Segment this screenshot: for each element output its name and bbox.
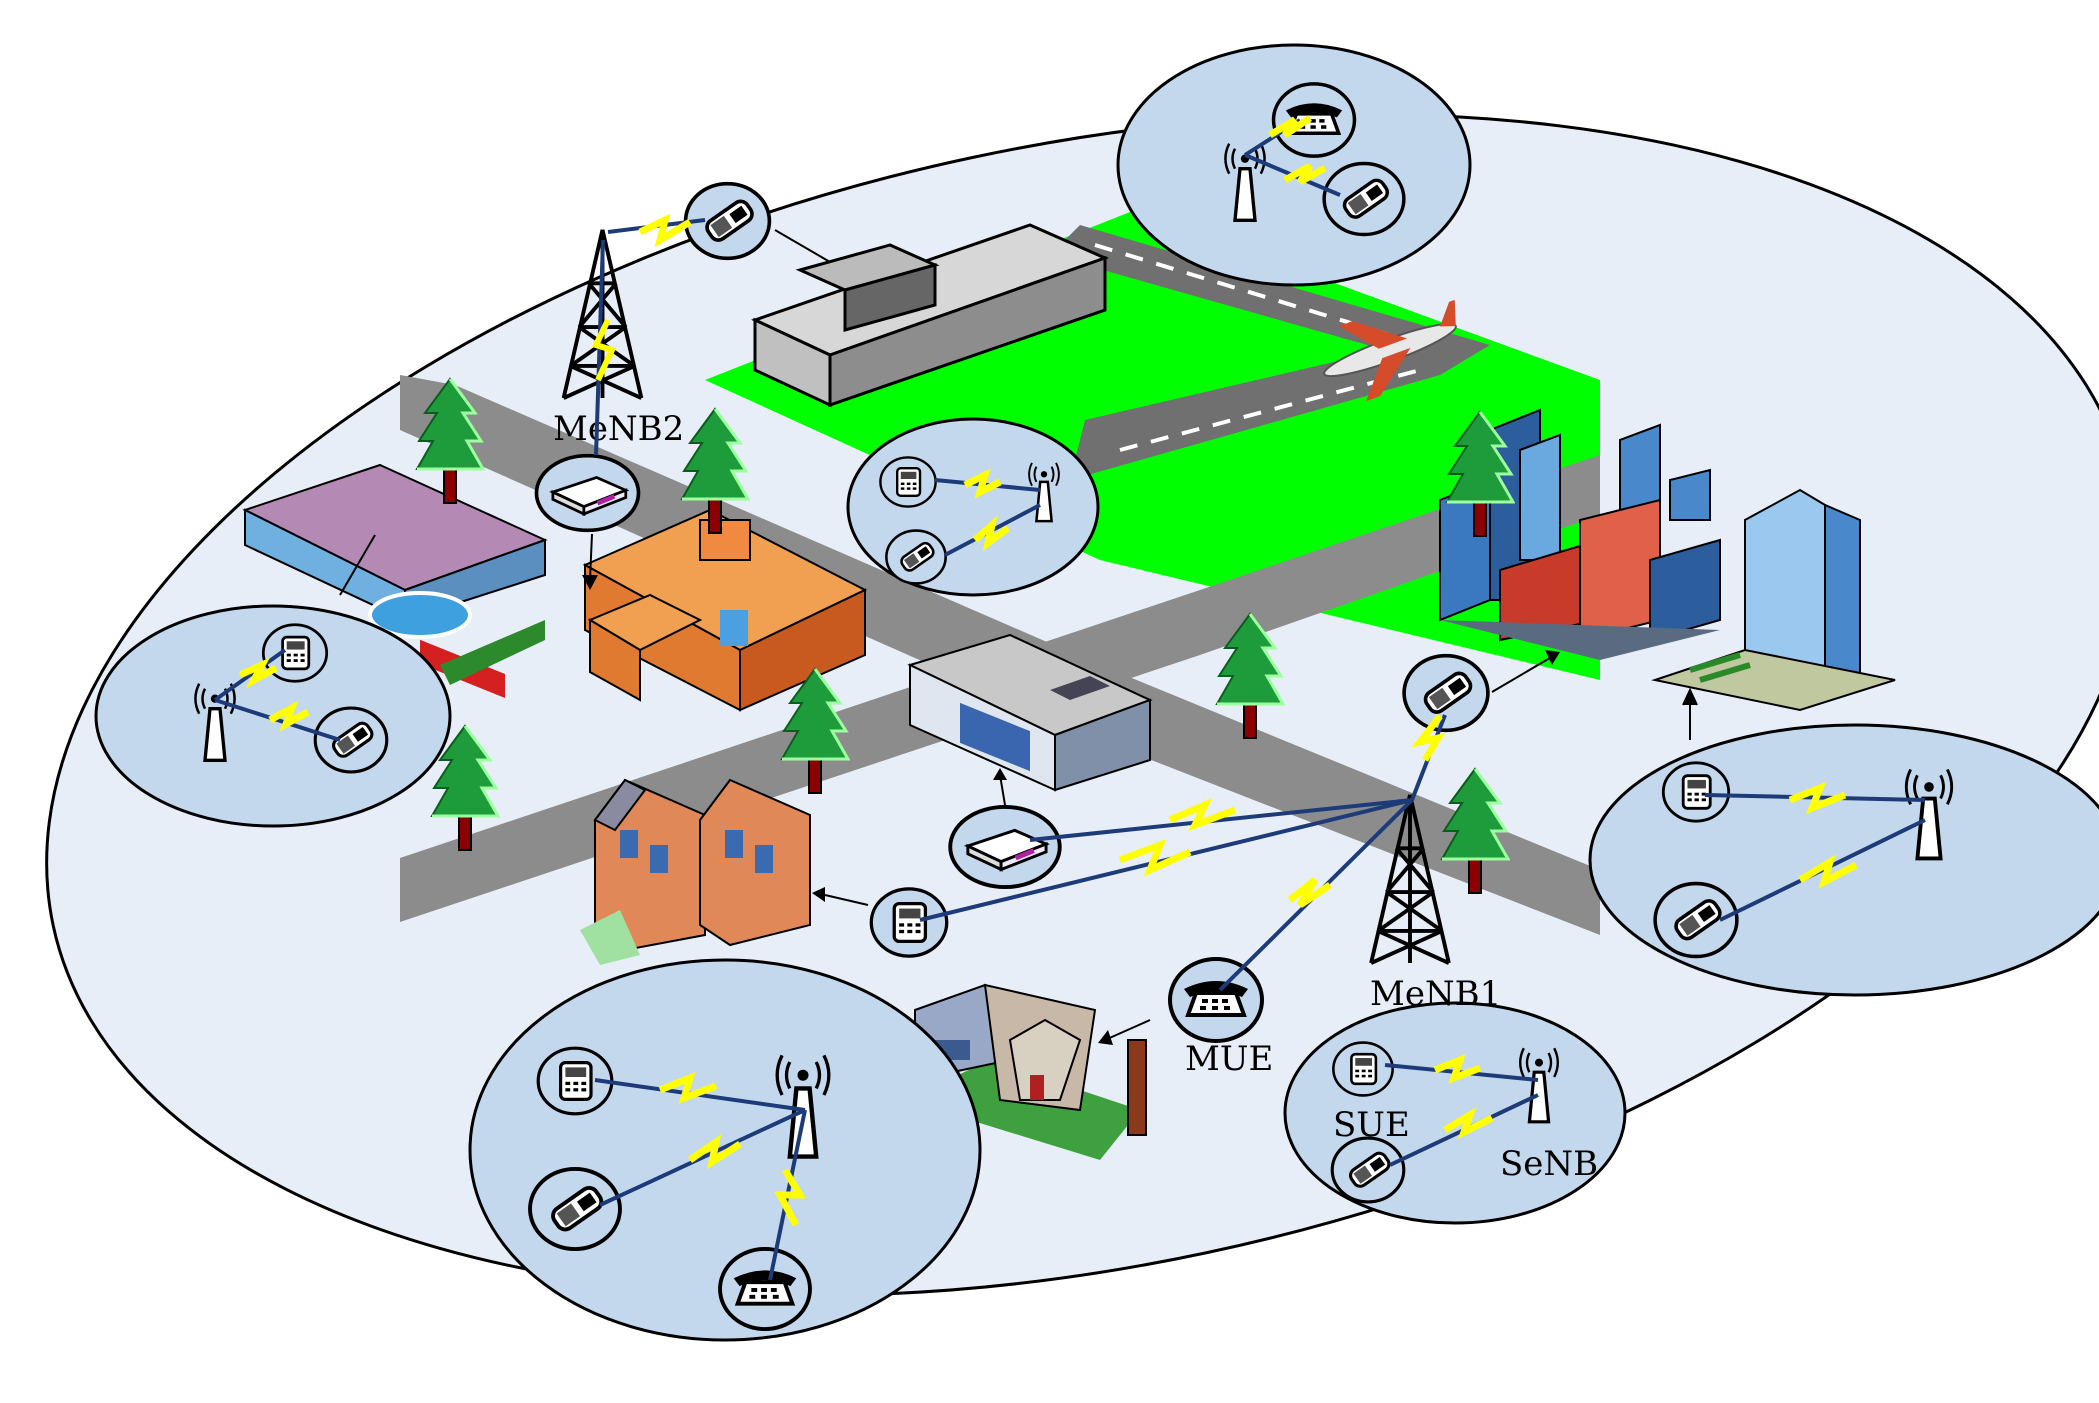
mobile-phone-icon <box>528 1166 622 1252</box>
small-cell-top-right <box>1116 43 1472 287</box>
label-menb2: MeNB2 <box>553 409 684 449</box>
desk-phone-icon <box>1170 959 1262 1041</box>
airport-terminal <box>751 223 1110 408</box>
shopping-building <box>582 508 868 712</box>
townhouses <box>580 778 811 965</box>
handset-icon <box>879 456 937 508</box>
desk-phone-icon <box>1271 82 1357 158</box>
handset-icon <box>1661 761 1731 823</box>
small-cell-bottom-right: SUE SeNB <box>1283 1001 1627 1225</box>
label-senb: SeNB <box>1500 1144 1598 1184</box>
runway <box>1050 225 1490 480</box>
city-skyscrapers <box>1439 408 1896 712</box>
store-building <box>242 463 548 699</box>
mobile-phone-icon <box>1330 1136 1406 1204</box>
menb1-group: MeNB1 MUE <box>812 650 1560 1079</box>
mobile-phone-icon <box>884 529 948 585</box>
menb2-group: MeNB2 <box>534 181 831 590</box>
mobile-phone-icon <box>1402 653 1490 733</box>
small-cell-right <box>1588 723 2099 997</box>
label-sue: SUE <box>1333 1105 1410 1145</box>
small-cell-airport <box>846 417 1100 597</box>
label-menb1: MeNB1 <box>1370 974 1501 1014</box>
small-cell-left <box>94 604 452 828</box>
handset-icon <box>869 887 949 958</box>
mobile-phone-icon <box>313 706 389 774</box>
office-building <box>907 633 1153 792</box>
mobile-phone-icon <box>1653 881 1739 959</box>
small-cell-bottom-left <box>468 958 982 1342</box>
label-mue: MUE <box>1185 1039 1273 1079</box>
router-icon <box>534 453 641 533</box>
router-icon <box>948 804 1062 890</box>
handset-icon <box>1332 1041 1394 1097</box>
desk-phone-icon <box>718 1246 812 1332</box>
connector-arrows <box>339 534 1698 740</box>
airplane-icon <box>1323 299 1457 402</box>
mobile-phone-icon <box>1322 161 1406 237</box>
